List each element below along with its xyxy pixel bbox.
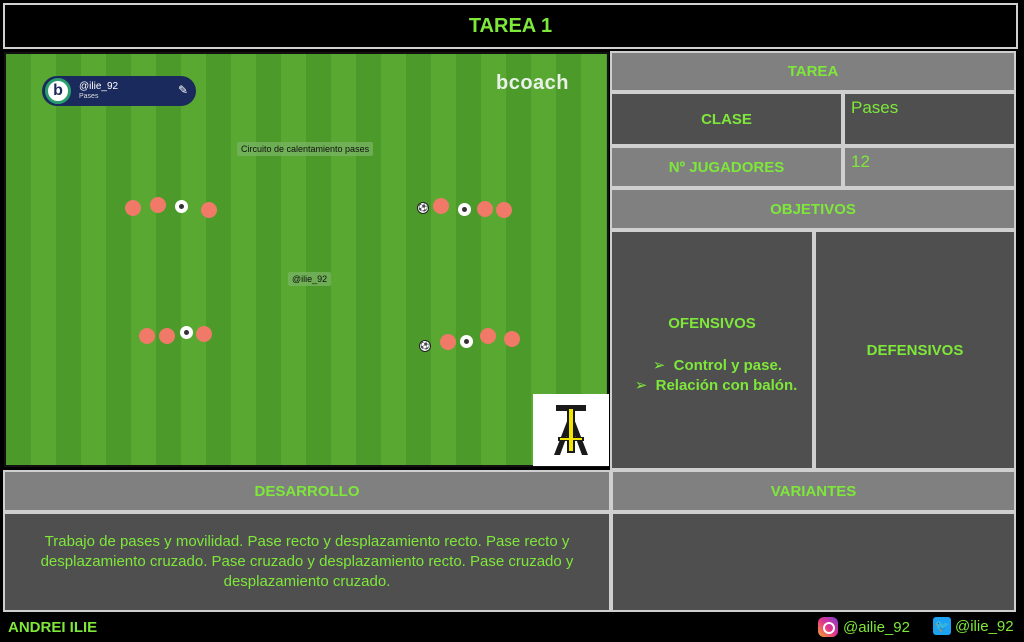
user-badge[interactable]: b @ilie_92 Pases ✎ [42, 76, 196, 106]
variantes-heading: VARIANTES [611, 470, 1016, 512]
cone [440, 334, 456, 350]
tarea-heading: TAREA [610, 51, 1016, 92]
circuit-label: Circuito de calentamiento pases [237, 142, 374, 156]
footer: ANDREI ILIE @ailie_92 🐦 @ilie_92 [0, 614, 1024, 642]
cone [159, 328, 175, 344]
marker-disc [180, 326, 193, 339]
desarrollo-text: Trabajo de pases y movilidad. Pase recto… [3, 512, 611, 612]
instagram-icon [818, 617, 838, 637]
ofensivos-panel: OFENSIVOS ➢ Control y pase. ➢ Relación c… [610, 230, 814, 470]
marker-disc [460, 335, 473, 348]
desarrollo-heading: DESARROLLO [3, 470, 611, 512]
cone [125, 200, 141, 216]
twitter-icon: 🐦 [933, 617, 951, 635]
clase-value: Pases [843, 92, 1016, 146]
cone [504, 331, 520, 347]
edit-icon[interactable]: ✎ [177, 83, 188, 97]
jugadores-value: 12 [843, 146, 1016, 188]
marker-disc [458, 203, 471, 216]
list-item: ➢ Control y pase. [652, 356, 782, 374]
task-title: TAREA 1 [3, 3, 1018, 49]
clase-label: CLASE [610, 92, 843, 146]
author-name: ANDREI ILIE [8, 619, 98, 636]
club-logo [533, 394, 609, 466]
badge-username: @ilie_92 [79, 81, 119, 93]
defensivos-label: DEFENSIVOS [866, 341, 964, 359]
cone [480, 328, 496, 344]
club-crest-icon [554, 405, 588, 455]
list-item: ➢ Relación con balón. [634, 376, 798, 394]
badge-subtitle: Pases [79, 92, 99, 100]
ball-icon: ⚽ [419, 340, 431, 352]
marker-disc [175, 200, 188, 213]
ofensivos-list: ➢ Control y pase. ➢ Relación con balón. [627, 354, 798, 396]
jugadores-label: Nº JUGADORES [610, 146, 843, 188]
twitter-handle: @ilie_92 [955, 617, 1014, 635]
cone [139, 328, 155, 344]
cone [201, 202, 217, 218]
ofensivo-item-text: Control y pase. [673, 356, 782, 374]
cone [150, 197, 166, 213]
variantes-body [611, 512, 1016, 612]
instagram-link[interactable]: @ailie_92 [818, 617, 910, 637]
cone [477, 201, 493, 217]
cone [496, 202, 512, 218]
ofensivo-item-text: Relación con balón. [655, 376, 798, 394]
pitch-diagram: b @ilie_92 Pases ✎ bcoach Circuito de ca… [4, 52, 609, 467]
twitter-link[interactable]: 🐦 @ilie_92 [933, 617, 1014, 635]
defensivos-panel: DEFENSIVOS [814, 230, 1016, 470]
center-label: @ilie_92 [288, 272, 332, 286]
bcoach-logo-icon: b [45, 78, 71, 104]
cone [433, 198, 449, 214]
objetivos-heading: OBJETIVOS [610, 188, 1016, 230]
ball-icon: ⚽ [417, 202, 429, 214]
instagram-handle: @ailie_92 [843, 618, 910, 636]
brand-logo: bcoach [496, 72, 570, 94]
ofensivos-label: OFENSIVOS [668, 314, 756, 332]
cone [196, 326, 212, 342]
